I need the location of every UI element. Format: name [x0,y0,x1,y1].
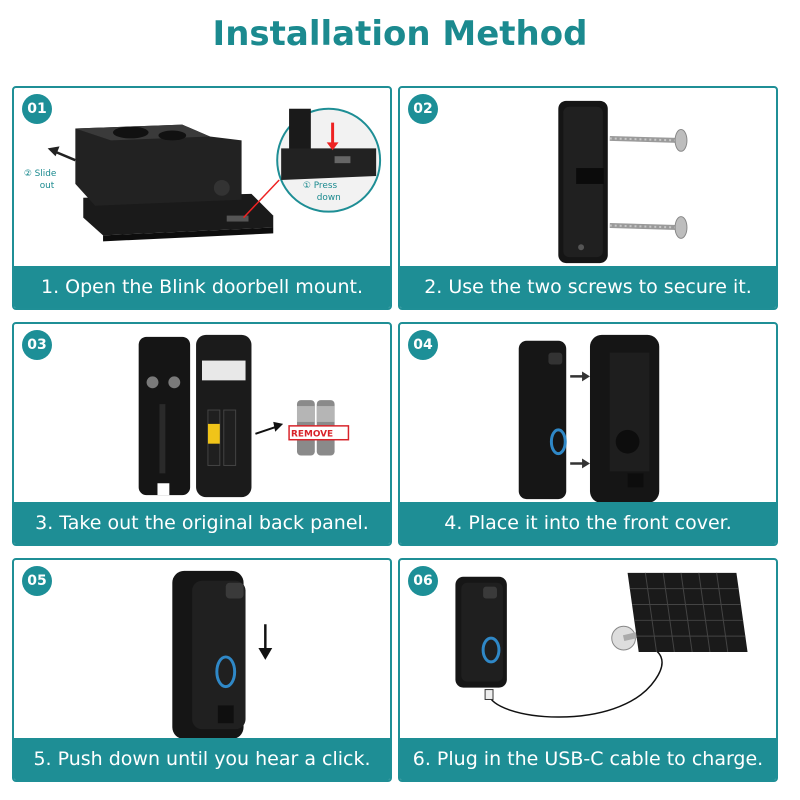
push-down-illustration [172,570,273,740]
back-panel-illustration: REMOVE [138,334,350,498]
step-card-1: ② Slide out ① Press down 01 1. Open the … [12,86,392,310]
step-card-3: REMOVE 03 3. Take out the original back … [12,322,392,546]
front-cover-illustration [518,334,660,504]
step-badge: 03 [22,330,52,360]
step-badge: 05 [22,566,52,596]
step-badge: 06 [408,566,438,596]
step-caption: 6. Plug in the USB-C cable to charge. [400,738,776,780]
step-card-2: 02 2. Use the two screws to secure it. [398,86,778,310]
press-down-label: ① Press [303,181,338,191]
press-down-label-2: down [317,193,341,203]
mount-illustration: ② Slide out ① Press down [24,107,382,242]
step-card-6: 06 6. Plug in the USB-C cable to charge. [398,558,778,782]
step-caption: 4. Place it into the front cover. [400,502,776,544]
step-badge: 02 [408,94,438,124]
solar-panel-illustration [455,572,748,718]
remove-label: REMOVE [291,430,333,440]
step-badge: 01 [22,94,52,124]
step-caption: 2. Use the two screws to secure it. [400,266,776,308]
step-caption: 1. Open the Blink doorbell mount. [14,266,390,308]
slide-out-label-2: out [40,181,55,191]
page-title: Installation Method [212,14,588,54]
slide-out-label: ② Slide [24,169,56,179]
step-badge: 04 [408,330,438,360]
step-card-4: 04 4. Place it into the front cover. [398,322,778,546]
step-caption: 5. Push down until you hear a click. [14,738,390,780]
step-card-5: 05 5. Push down until you hear a click. [12,558,392,782]
screws-illustration [558,100,688,264]
step-caption: 3. Take out the original back panel. [14,502,390,544]
